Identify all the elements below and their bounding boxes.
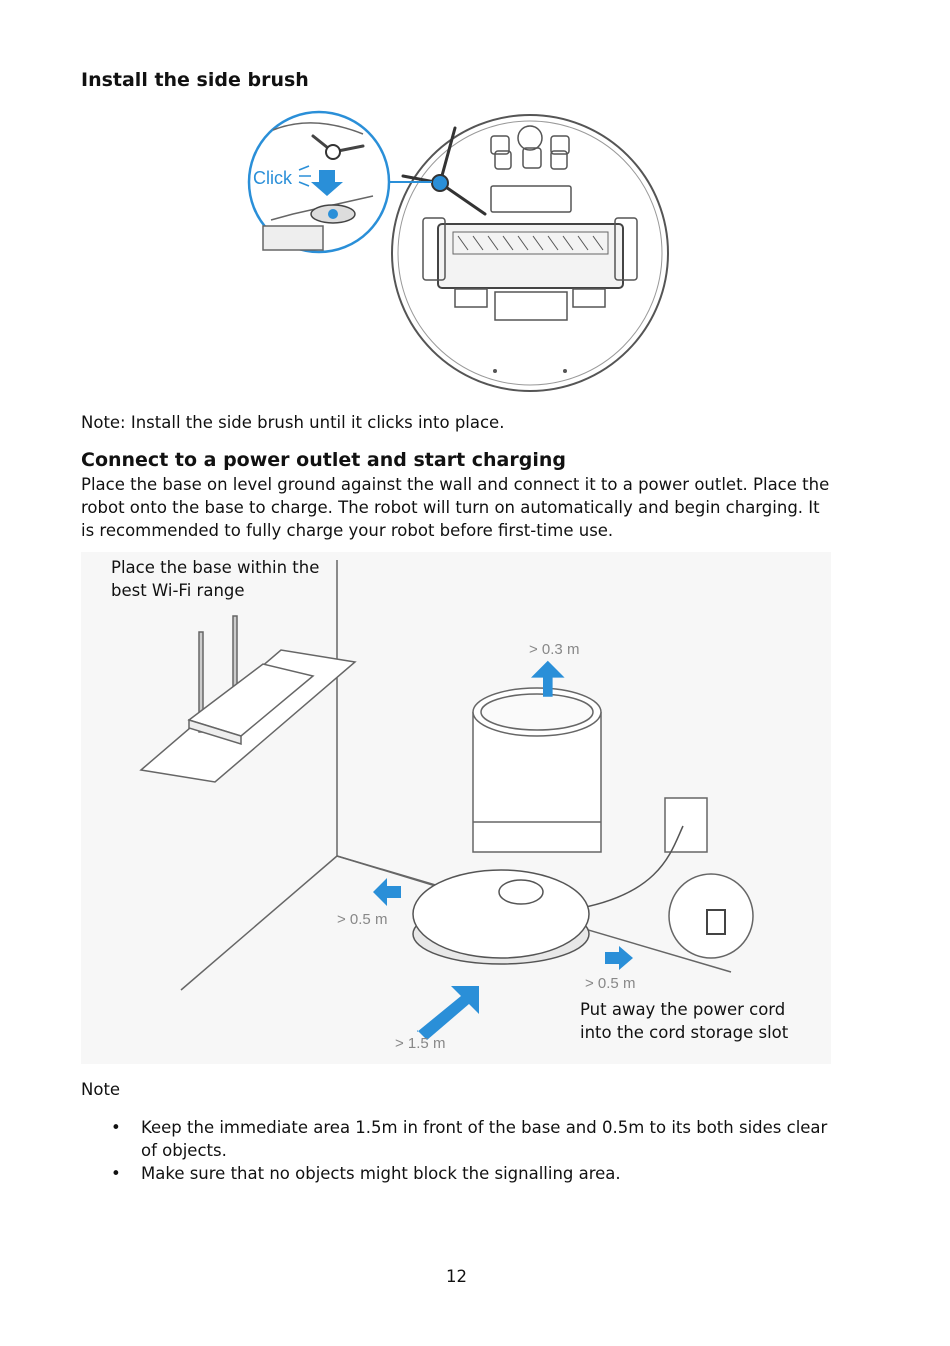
section-heading-charging: Connect to a power outlet and start char… (81, 449, 566, 471)
wifi-range-caption-line-2: best Wi-Fi range (111, 579, 245, 602)
notes-list: • Keep the immediate area 1.5m in front … (81, 1116, 861, 1185)
note-item-1-line-1: Keep the immediate area 1.5m in front of… (141, 1118, 827, 1137)
note-item-1-line-2: of objects. (141, 1141, 227, 1160)
bullet-icon: • (111, 1116, 121, 1139)
click-label: Click (253, 168, 293, 188)
note-item-2-line-1: Make sure that no objects might block th… (141, 1164, 621, 1183)
distance-left-label: > 0.5 m (337, 911, 387, 928)
cord-storage-caption-line-1: Put away the power cord (580, 998, 785, 1021)
notes-heading: Note (81, 1078, 120, 1101)
bullet-icon: • (111, 1162, 121, 1185)
distance-right-label: > 0.5 m (585, 975, 635, 992)
list-item: • Make sure that no objects might block … (81, 1162, 861, 1185)
side-brush-illustration: Click (233, 96, 678, 392)
charging-instructions-line-3: is recommended to fully charge your robo… (81, 519, 613, 542)
base-placement-illustration: > 0.3 m > 0.5 m > 0.5 m > 1.5 m Place th… (81, 552, 831, 1064)
page-number: 12 (446, 1265, 467, 1288)
charging-instructions-line-2: robot onto the base to charge. The robot… (81, 496, 820, 519)
list-item: • Keep the immediate area 1.5m in front … (81, 1116, 861, 1162)
section-heading-side-brush: Install the side brush (81, 69, 309, 91)
side-brush-note: Note: Install the side brush until it cl… (81, 411, 504, 434)
distance-front-label: > 1.5 m (395, 1035, 445, 1052)
charging-instructions-line-1: Place the base on level ground against t… (81, 473, 829, 496)
distance-top-label: > 0.3 m (529, 641, 579, 658)
cord-storage-caption-line-2: into the cord storage slot (580, 1021, 788, 1044)
wifi-range-caption-line-1: Place the base within the (111, 556, 319, 579)
